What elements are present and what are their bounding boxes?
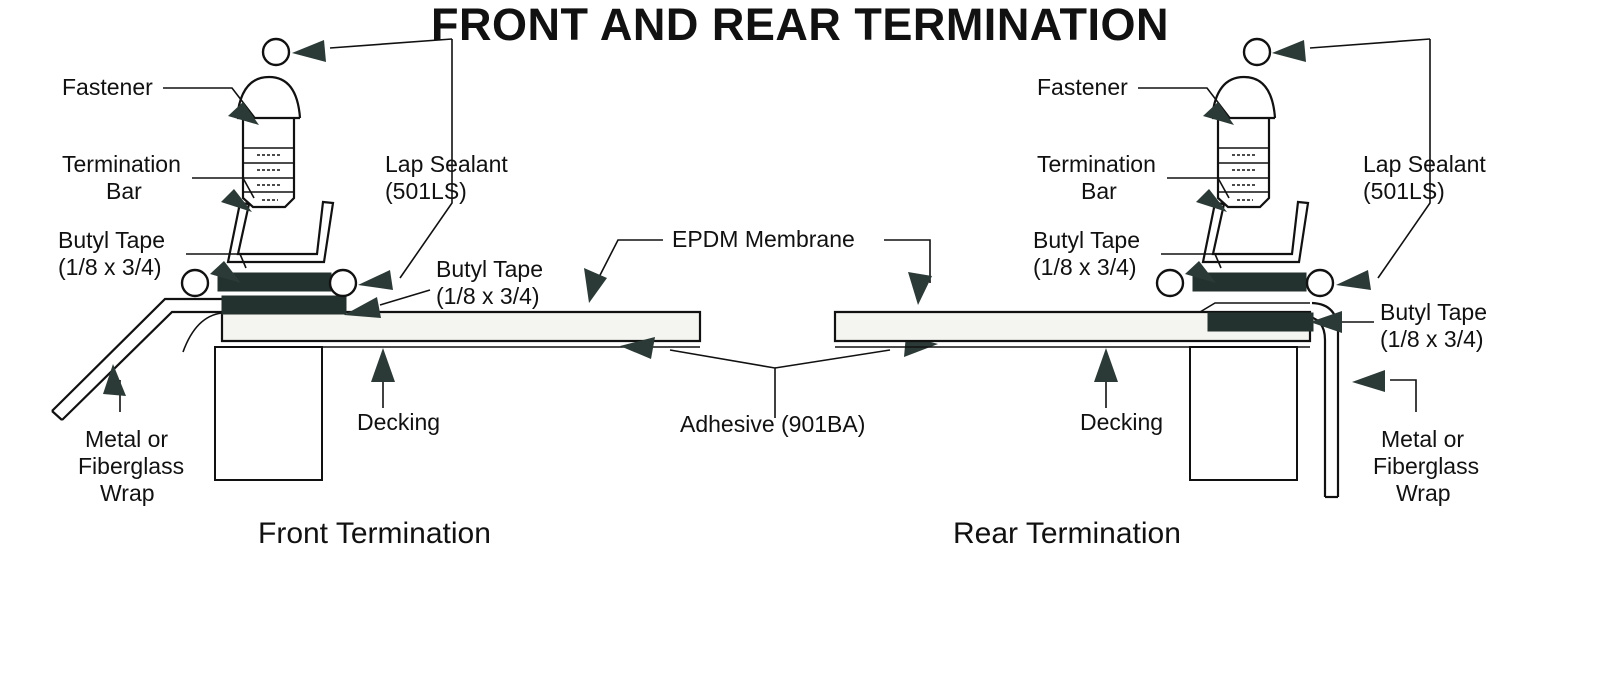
arrow-butyl-upper-right: [1185, 261, 1216, 283]
label-decking-right: Decking: [1080, 409, 1163, 435]
arrow-epdm-right: [908, 272, 932, 305]
arrow-wrap-right: [1352, 370, 1385, 392]
wrap-fold-curve-left: [182, 312, 223, 353]
leader-fastener-left: [163, 87, 256, 119]
leader-epdm-right: [884, 239, 931, 283]
label-wrap-left-line2: Fiberglass: [78, 453, 184, 479]
leader-lap-sealant-left: [399, 39, 453, 279]
drawing-title: FRONT AND REAR TERMINATION: [431, 0, 1169, 50]
label-wrap-right-line3: Wrap: [1396, 480, 1451, 506]
label-decking-left: Decking: [357, 409, 440, 435]
butyl-tape-lower-left: [221, 295, 347, 315]
label-lap-sealant-right-line2: (501LS): [1363, 178, 1445, 204]
leader-adhesive-right: [774, 349, 891, 369]
label-fastener-left: Fastener: [62, 74, 153, 100]
label-epdm-membrane: EPDM Membrane: [672, 226, 855, 252]
butyl-tape-lower-right: [1207, 312, 1314, 332]
label-termination-bar-right-line2: Bar: [1081, 178, 1117, 204]
label-butyl-upper-left-line1: Butyl Tape: [58, 227, 165, 253]
arrow-wrap-left: [103, 364, 126, 396]
decking-block-right: [1189, 346, 1298, 481]
label-butyl-upper-right-line1: Butyl Tape: [1033, 227, 1140, 253]
rear-termination-detail: Fastener Termination Bar Butyl Tape (1/8…: [833, 37, 1487, 550]
membrane-step-right: [1199, 302, 1310, 313]
termination-bar-left: [226, 200, 335, 264]
label-fastener-right: Fastener: [1037, 74, 1128, 100]
leader-lap-sealant-right: [1377, 39, 1431, 279]
label-wrap-left-line3: Wrap: [100, 480, 155, 506]
label-wrap-right-line2: Fiberglass: [1373, 453, 1479, 479]
arrow-butyl-lower-right: [1310, 311, 1342, 333]
epdm-membrane-right: [833, 310, 1312, 343]
lap-sealant-bead-right-inner: [1155, 268, 1185, 298]
label-butyl-upper-right-line2: (1/8 x 3/4): [1033, 254, 1137, 280]
fastener-head-left: [235, 75, 302, 119]
label-adhesive: Adhesive (901BA): [680, 411, 865, 437]
label-butyl-lower-left-line1: Butyl Tape: [436, 256, 543, 282]
fastener-head-right: [1210, 75, 1277, 119]
lap-sealant-bead-right-outer: [1305, 268, 1335, 298]
wrap-strip-left-end: [51, 410, 63, 421]
leader-butyl-upper-left: [186, 253, 247, 269]
label-butyl-lower-right-line1: Butyl Tape: [1380, 299, 1487, 325]
lap-sealant-bead-left-outer: [328, 268, 358, 298]
wrap-strip-left-top: [51, 297, 228, 412]
leader-butyl-upper-right: [1161, 253, 1222, 269]
lap-sealant-bead-left-callout: [261, 37, 291, 67]
label-termination-bar-left-line2: Bar: [106, 178, 142, 204]
leader-fastener-right: [1138, 87, 1231, 119]
label-lap-sealant-left-line1: Lap Sealant: [385, 151, 508, 177]
wrap-strip-left-bottom: [61, 310, 228, 421]
arrow-fastener-left: [228, 102, 259, 125]
wrap-strip-right-outer: [1311, 301, 1340, 497]
arrow-decking-right: [1094, 348, 1118, 382]
leader-termination-bar-right: [1167, 177, 1230, 199]
arrow-lap-sealant-right: [1336, 270, 1371, 290]
decking-block-left: [214, 346, 323, 481]
label-termination-bar-right-line1: Termination: [1037, 151, 1156, 177]
arrow-butyl-lower-left: [344, 297, 381, 318]
leader-lap-sealant-left-up: [329, 38, 453, 49]
label-lap-sealant-right-line1: Lap Sealant: [1363, 151, 1486, 177]
arrow-adhesive-left: [620, 337, 655, 359]
lap-sealant-bead-left-inner: [180, 268, 210, 298]
caption-rear-termination: Rear Termination: [953, 517, 1181, 550]
arrow-lap-sealant-right-up: [1272, 40, 1306, 62]
label-lap-sealant-left-line2: (501LS): [385, 178, 467, 204]
arrow-butyl-upper-left: [210, 261, 241, 283]
label-termination-bar-left-line1: Termination: [62, 151, 181, 177]
label-butyl-lower-right-line2: (1/8 x 3/4): [1380, 326, 1484, 352]
arrow-decking-left: [371, 348, 395, 382]
lap-sealant-bead-right-callout: [1242, 37, 1272, 67]
leader-wrap-right: [1390, 379, 1417, 412]
termination-bar-right: [1201, 200, 1310, 264]
label-butyl-lower-left-line2: (1/8 x 3/4): [436, 283, 540, 309]
fastener-shank-left: [241, 118, 296, 209]
leader-lap-sealant-right-up: [1309, 38, 1431, 49]
arrow-termination-bar-right: [1196, 189, 1227, 212]
leader-adhesive-left: [669, 349, 776, 418]
wrap-strip-right-inner: [1304, 314, 1327, 497]
caption-front-termination: Front Termination: [258, 517, 491, 550]
label-wrap-right-line1: Metal or: [1381, 426, 1464, 452]
arrow-epdm-left: [584, 268, 607, 303]
center-callouts: EPDM Membrane Adhesive (901BA): [584, 226, 938, 437]
epdm-membrane-left: [220, 310, 702, 343]
arrow-lap-sealant-left-up: [292, 40, 326, 62]
label-butyl-upper-left-line2: (1/8 x 3/4): [58, 254, 162, 280]
arrow-fastener-right: [1203, 102, 1234, 125]
leader-termination-bar-left: [192, 177, 255, 199]
label-wrap-left-line1: Metal or: [85, 426, 168, 452]
front-termination-detail: Fastener Termination Bar Butyl Tape (1/8…: [51, 37, 702, 550]
fastener-shank-right: [1216, 118, 1271, 209]
arrow-lap-sealant-left: [358, 270, 393, 290]
leader-epdm-left: [595, 239, 663, 284]
arrow-termination-bar-left: [221, 189, 252, 212]
leader-butyl-lower-left: [379, 289, 431, 306]
